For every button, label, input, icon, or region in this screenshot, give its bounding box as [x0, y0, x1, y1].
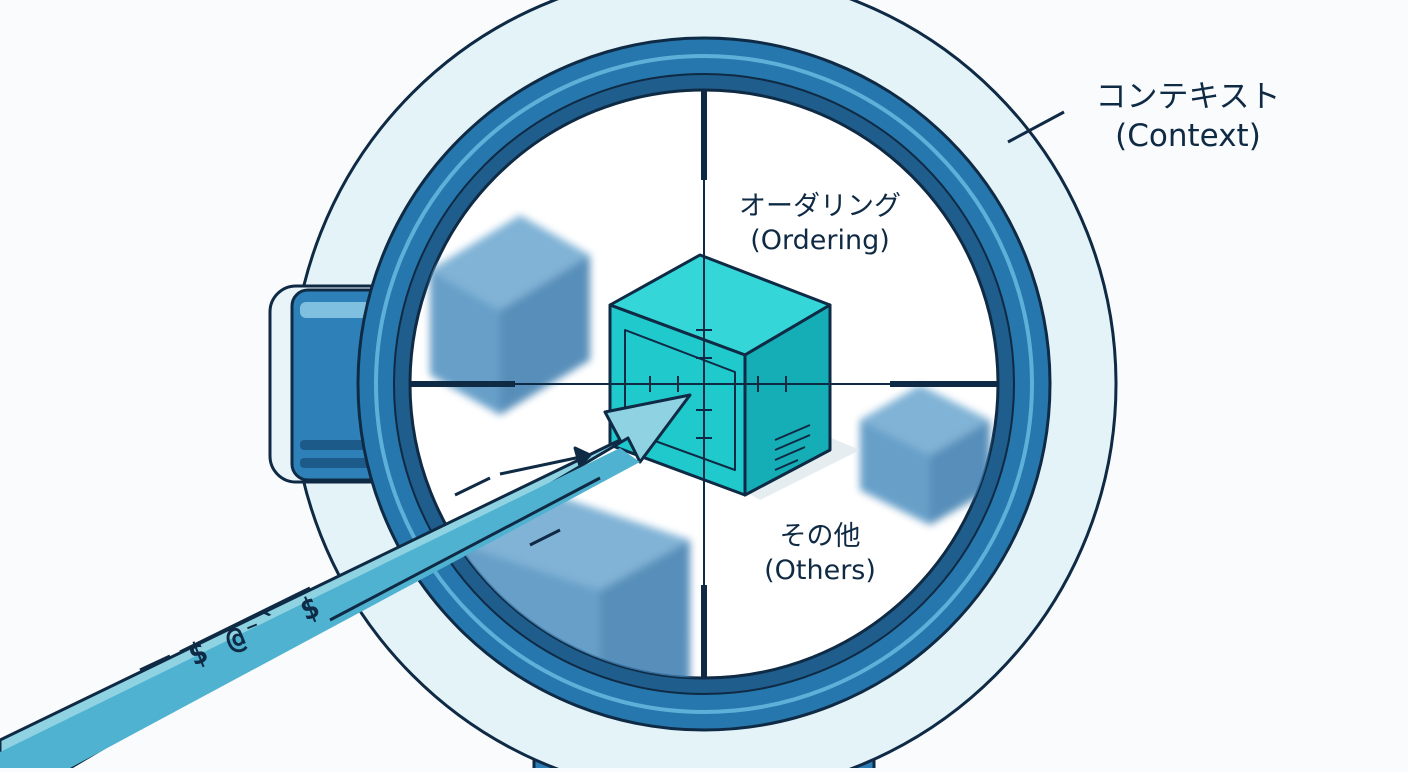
ordering-label-en: (Ordering)	[750, 224, 890, 256]
ordering-label: オーダリング (Ordering)	[700, 190, 940, 258]
context-label: コンテキスト (Context)	[1068, 78, 1308, 156]
context-leader-line	[1007, 110, 1065, 144]
context-label-en: (Context)	[1115, 117, 1261, 154]
others-label-en: (Others)	[764, 554, 876, 586]
ordering-label-jp: オーダリング	[739, 191, 901, 222]
pointer-arrow-icon	[0, 393, 692, 770]
others-label: その他 (Others)	[730, 520, 910, 588]
blurred-cube-icon	[430, 215, 590, 415]
context-label-jp: コンテキスト	[1095, 79, 1281, 115]
others-label-jp: その他	[779, 521, 861, 552]
